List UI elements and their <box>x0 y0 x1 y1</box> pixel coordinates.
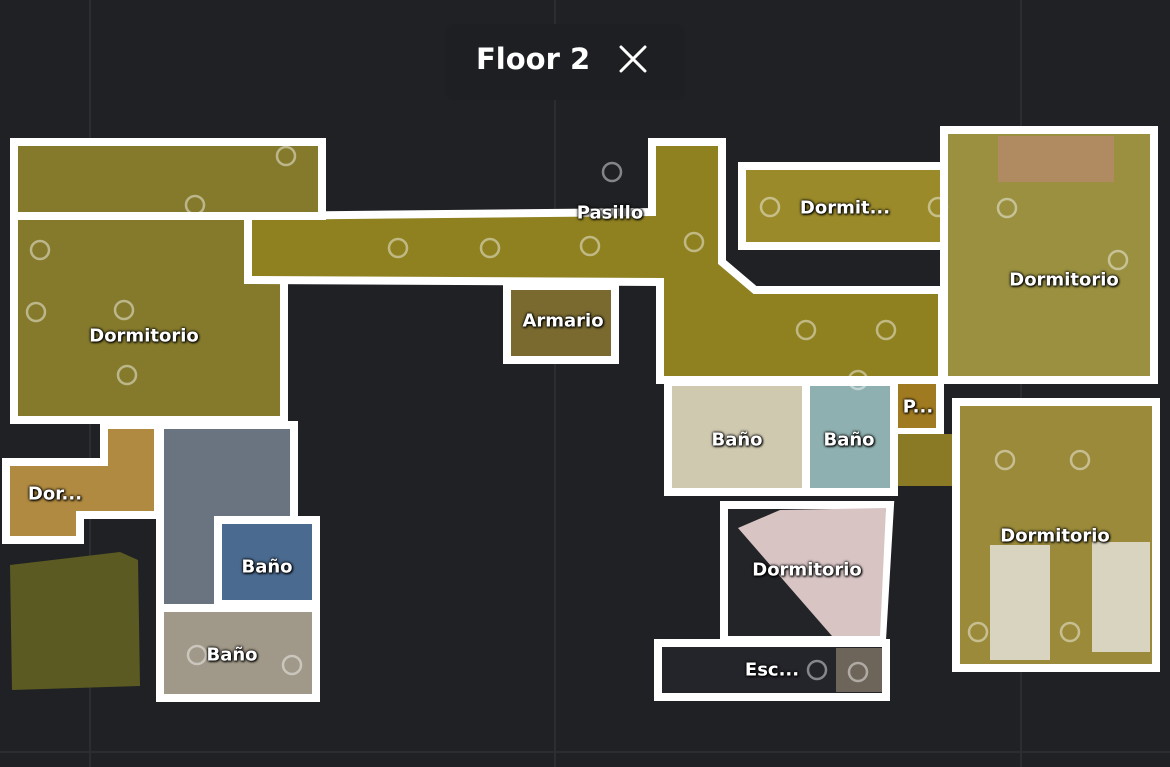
bed-icon <box>1092 542 1150 652</box>
room-label-dormitorio-right-top[interactable]: Dormitorio <box>1009 269 1119 291</box>
room-pink-floor <box>738 508 886 636</box>
waypoint-markers[interactable] <box>25 145 1129 683</box>
room-shape-pasillo[interactable] <box>244 138 946 384</box>
grid-line <box>554 0 556 767</box>
room-esc-floor <box>836 648 882 692</box>
room-shape-armario[interactable] <box>503 282 619 364</box>
bed-icon <box>990 545 1050 660</box>
room-label-bano-1[interactable]: Baño <box>711 429 763 451</box>
room-shape-bano-1[interactable] <box>664 378 810 496</box>
room-shape-dormit-top[interactable] <box>738 162 948 250</box>
room-label-dormitorio-left[interactable]: Dormitorio <box>89 325 199 347</box>
floor-title: Floor 2 <box>476 42 591 76</box>
room-label-bano-left-blue[interactable]: Baño <box>241 556 293 578</box>
room-shape-p-small[interactable] <box>890 376 944 436</box>
room-shape-dor-left[interactable] <box>2 421 162 544</box>
room-shape-outdoor-left <box>10 552 140 690</box>
room-shape-bano-left-blue[interactable] <box>214 516 320 608</box>
room-label-bano-2[interactable]: Baño <box>823 429 875 451</box>
room-label-dormitorio-right-bottom[interactable]: Dormitorio <box>1000 525 1110 547</box>
room-label-esc[interactable]: Esc... <box>744 659 800 681</box>
close-icon[interactable] <box>616 42 650 76</box>
bed-icon <box>998 136 1114 182</box>
room-label-p[interactable]: P... <box>902 396 934 418</box>
room-shape-corridor-small <box>898 434 954 486</box>
room-label-dormitorio-pink[interactable]: Dormitorio <box>752 559 862 581</box>
room-label-dormit-top[interactable]: Dormit... <box>799 197 891 219</box>
room-shape-dormitorio-right-top[interactable] <box>940 126 1158 384</box>
floor-header <box>445 24 685 100</box>
grid-line <box>0 751 1170 753</box>
room-shape-bano-left-bottom[interactable] <box>156 604 320 702</box>
room-label-armario[interactable]: Armario <box>522 310 604 332</box>
room-label-dor-left[interactable]: Dor... <box>27 483 83 505</box>
room-shape-left-upper <box>10 138 326 220</box>
room-shape-bano-2[interactable] <box>802 378 898 496</box>
room-label-bano-left-bottom[interactable]: Baño <box>206 644 258 666</box>
room-label-pasillo[interactable]: Pasillo <box>576 202 644 224</box>
